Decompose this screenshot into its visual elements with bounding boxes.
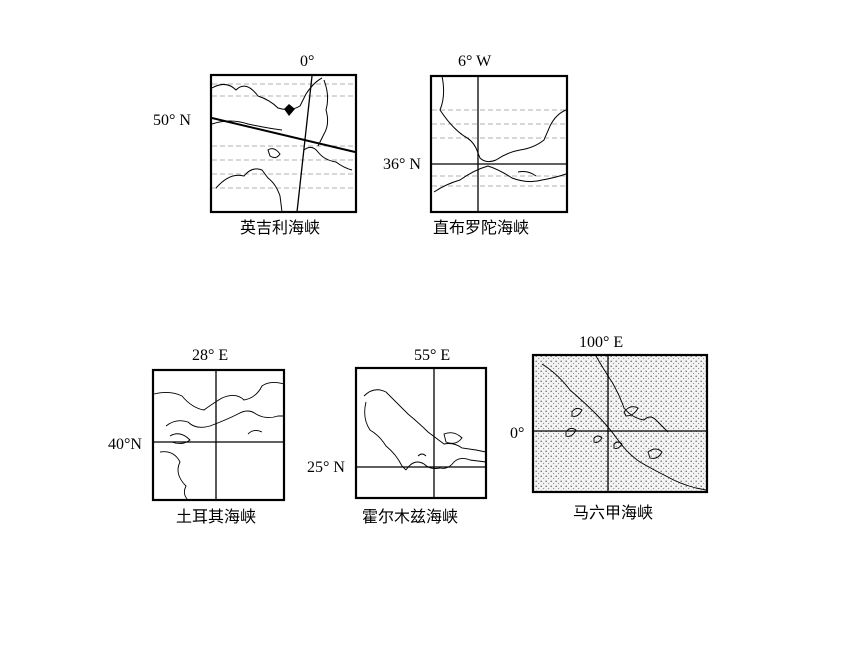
map-caption: 英吉利海峡 [240,218,321,237]
map-caption: 土耳其海峡 [176,507,257,526]
latitude-label: 25° N [307,459,345,476]
latitude-label: 36° N [383,156,421,173]
map-caption: 直布罗陀海峡 [433,218,530,237]
latitude-label: 40°N [108,436,142,453]
latitude-label: 50° N [153,112,191,129]
latitude-label: 0° [510,425,525,442]
map-caption: 马六甲海峡 [573,503,654,522]
longitude-label: 28° E [192,347,229,364]
longitude-label: 100° E [579,334,624,351]
longitude-label: 55° E [414,347,451,364]
landmark-marker [284,104,295,116]
map-caption: 霍尔木兹海峡 [362,507,459,526]
longitude-label: 0° [300,53,315,70]
longitude-label: 6° W [458,53,492,70]
